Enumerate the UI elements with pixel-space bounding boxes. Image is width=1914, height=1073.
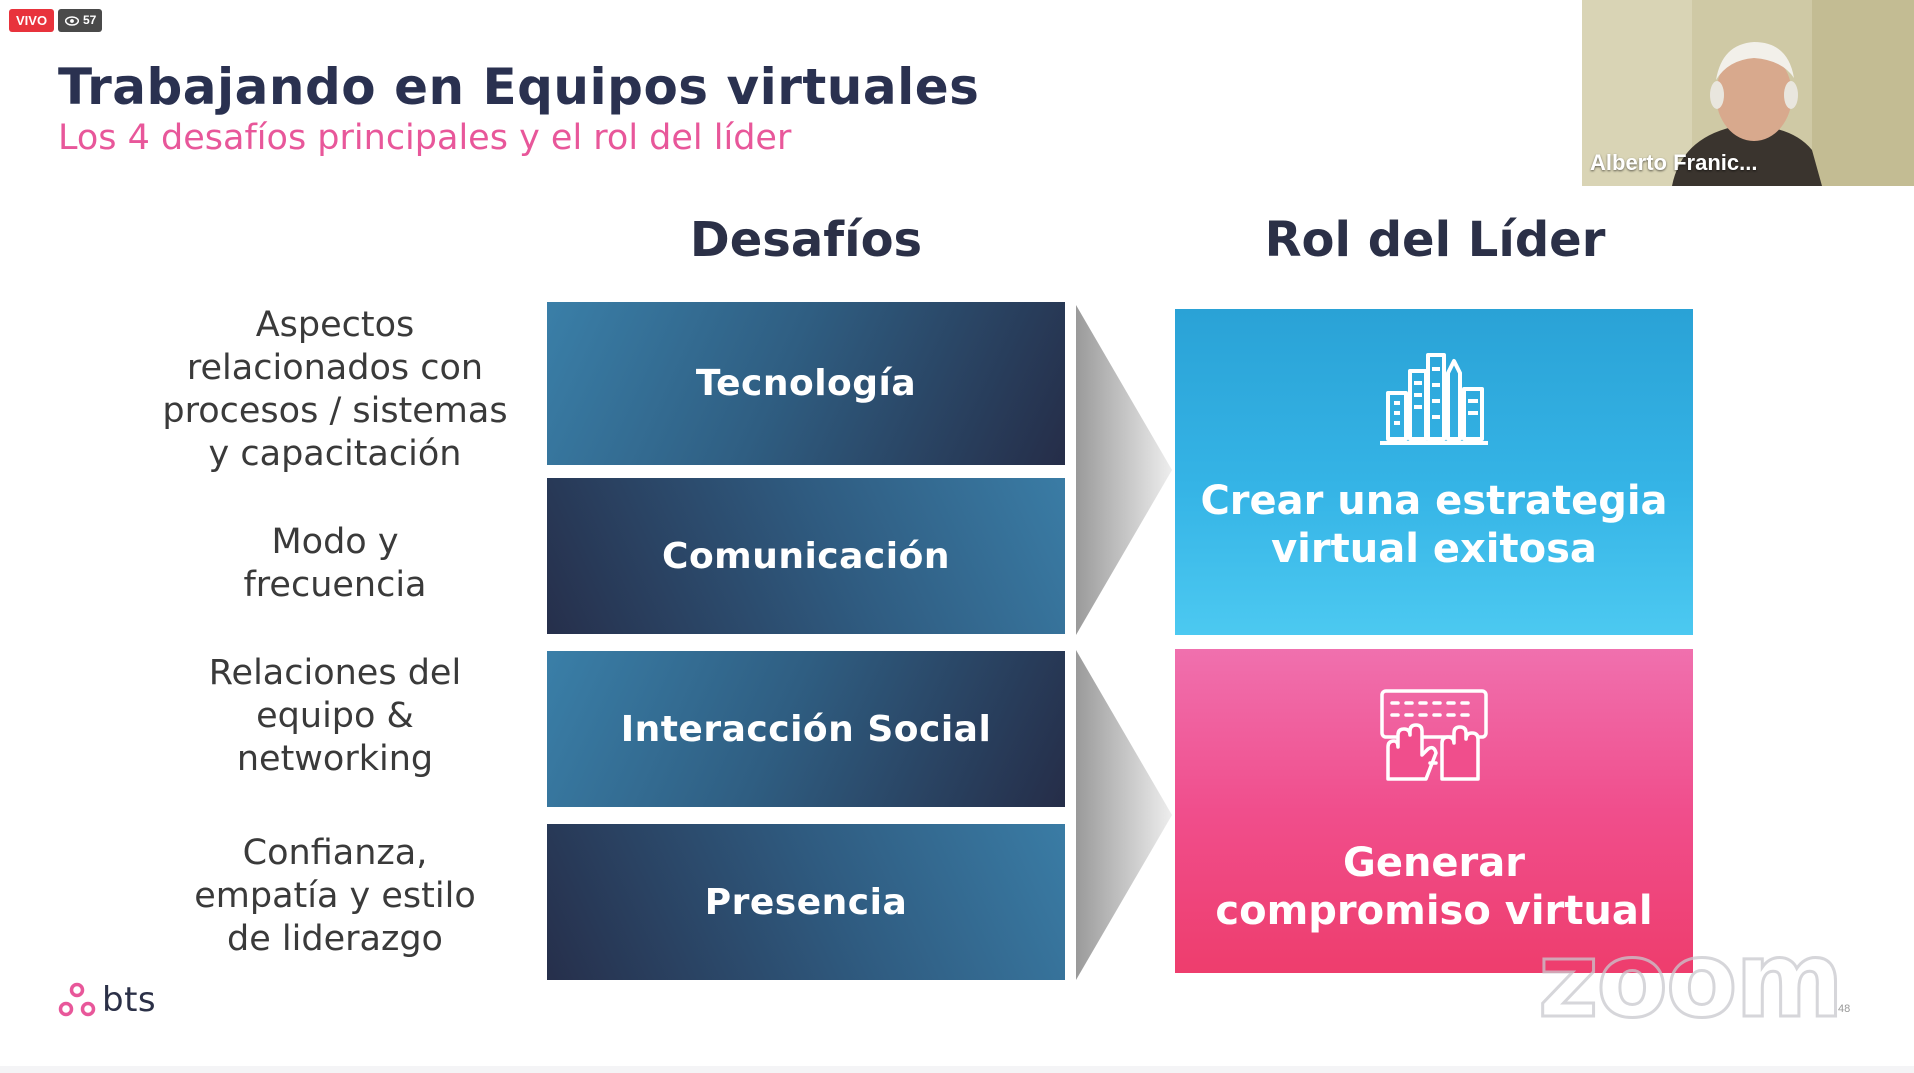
label-line: de liderazgo <box>227 919 443 959</box>
viewer-count-badge: 57 <box>58 9 103 32</box>
participant-video-tile[interactable]: Alberto Franic... <box>1582 0 1914 186</box>
left-label-technology: Aspectos relacionados con procesos / sis… <box>140 304 530 476</box>
challenge-label: Tecnología <box>695 363 917 404</box>
challenge-box-presence: Presencia <box>547 824 1065 980</box>
slide-title: Trabajando en Equipos virtuales <box>58 58 980 116</box>
challenge-label: Presencia <box>704 881 908 923</box>
eye-icon <box>65 15 79 26</box>
label-line: Relaciones del <box>208 653 462 693</box>
challenge-box-technology: Tecnología <box>547 302 1065 465</box>
challenge-label: Interacción Social <box>620 708 992 750</box>
challenge-box-social: Interacción Social <box>547 651 1065 807</box>
bottom-bar <box>0 1066 1914 1073</box>
buildings-icon <box>1380 353 1488 445</box>
slide-subtitle: Los 4 desafíos principales y el rol del … <box>58 118 792 158</box>
bts-dots-icon <box>58 982 96 1017</box>
role-line: Crear una estrategia <box>1200 478 1668 524</box>
label-line: networking <box>236 739 434 779</box>
label-line: y capacitación <box>208 434 462 474</box>
challenge-label: Comunicación <box>662 535 950 577</box>
role-box-strategy: Crear una estrategia virtual exitosa <box>1175 309 1693 635</box>
left-label-social: Relaciones del equipo & networking <box>140 652 530 781</box>
label-line: procesos / sistemas <box>162 391 508 431</box>
label-line: Modo y <box>271 522 399 562</box>
role-line: virtual exitosa <box>1271 526 1597 572</box>
live-badge: VIVO <box>9 9 55 32</box>
bts-logo: bts <box>58 980 156 1020</box>
viewer-count: 57 <box>83 13 97 27</box>
chevron-arrow-top <box>1076 305 1172 635</box>
bts-logo-text: bts <box>102 980 157 1020</box>
role-box-engagement: Generar compromiso virtual <box>1175 649 1693 973</box>
chevron-arrow-bottom <box>1076 650 1172 980</box>
participant-video-image <box>1582 0 1914 186</box>
label-line: relacionados con <box>186 348 484 388</box>
label-line: Aspectos <box>255 305 415 345</box>
left-label-communication: Modo y frecuencia <box>140 521 530 607</box>
label-line: frecuencia <box>243 565 427 605</box>
participant-name: Alberto Franic... <box>1590 150 1758 175</box>
role-line: Generar <box>1342 840 1525 886</box>
zoom-watermark: zoom <box>1537 919 1846 1041</box>
page-number: 48 <box>1838 1003 1851 1015</box>
role-line: compromiso virtual <box>1215 888 1653 934</box>
column-header-challenges: Desafíos <box>689 212 923 268</box>
column-header-role: Rol del Líder <box>1264 212 1606 268</box>
challenge-box-communication: Comunicación <box>547 478 1065 634</box>
left-label-presence: Confianza, empatía y estilo de liderazgo <box>140 832 530 961</box>
hands-keyboard-icon <box>1380 689 1488 781</box>
label-line: Confianza, <box>242 833 428 873</box>
label-line: empatía y estilo <box>194 876 476 916</box>
label-line: equipo & <box>256 696 414 736</box>
